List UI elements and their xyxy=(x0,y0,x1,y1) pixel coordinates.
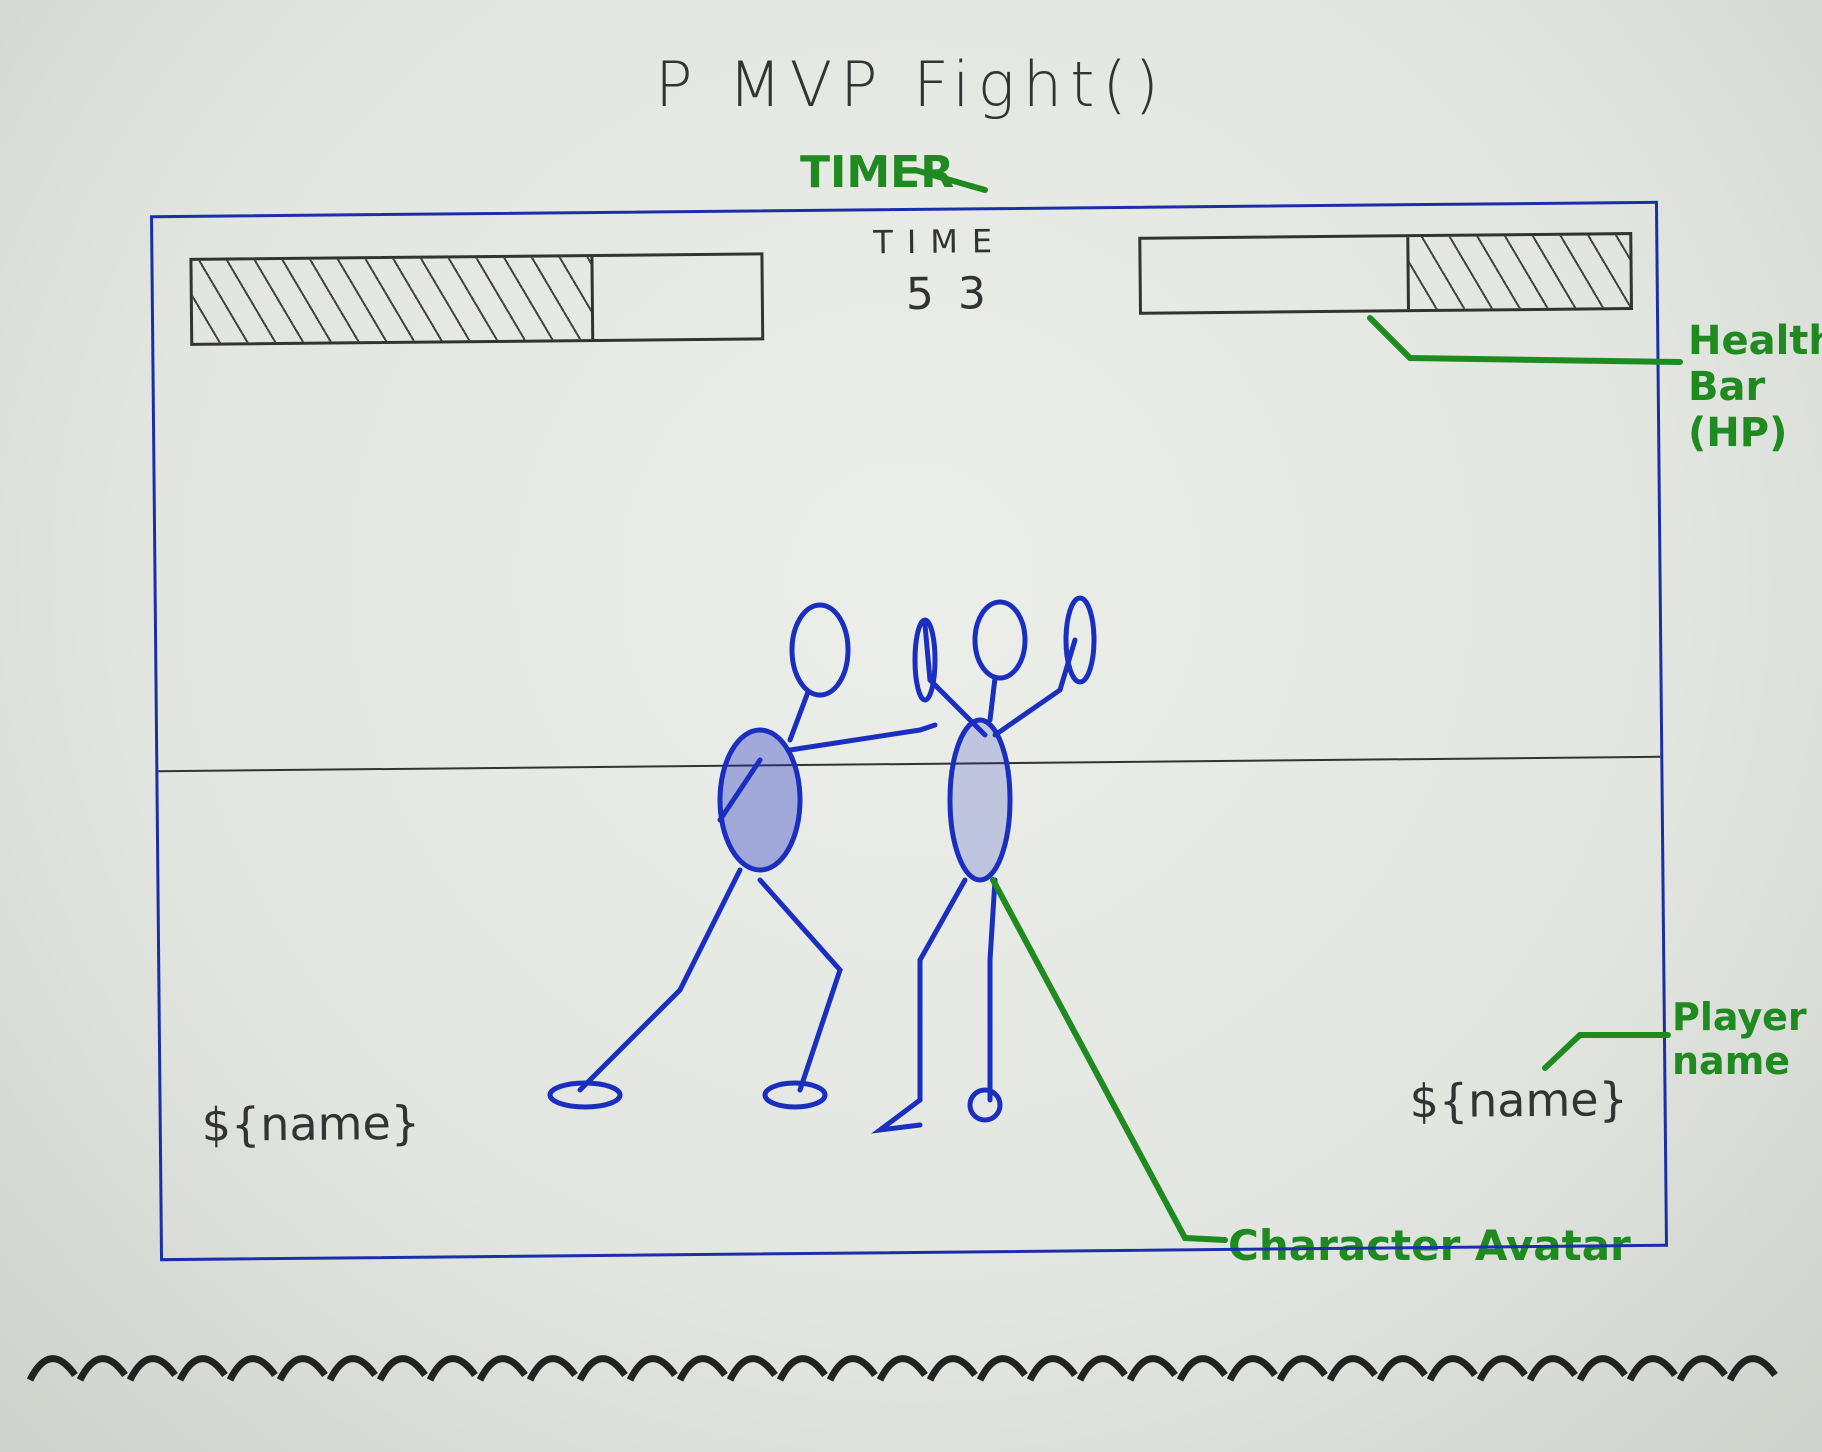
timer-arrow xyxy=(912,167,988,193)
annotation-leaders xyxy=(912,167,1683,1243)
left-fighter-back-leg xyxy=(577,867,743,1093)
left-fighter-head xyxy=(789,602,851,698)
player-name-annotation: Player name xyxy=(1672,995,1807,1083)
player-name-leader-line xyxy=(1542,1032,1671,1071)
right-fighter-left-arm xyxy=(922,622,988,738)
right-fighter-right-leg xyxy=(987,877,998,1103)
right-fighter-left-leg xyxy=(917,877,968,1103)
left-fighter-front-leg xyxy=(757,877,843,1093)
health-bar-leader-line xyxy=(1367,315,1683,365)
left-fighter-torso xyxy=(717,727,803,873)
left-fighter-punch-arm xyxy=(787,722,938,753)
character-avatar-leader-line xyxy=(990,877,1228,1243)
notebook-spiral xyxy=(26,1355,1778,1382)
character-avatar-annotation: Character Avatar xyxy=(1228,1221,1631,1270)
right-fighter-avatar xyxy=(870,595,1097,1134)
health-bar-annotation: Health Bar (HP) xyxy=(1688,318,1822,456)
right-fighter-head xyxy=(972,599,1028,681)
page-title: P MVP Fight() xyxy=(655,48,1167,121)
left-fighter-avatar xyxy=(547,602,938,1110)
right-fighter-torso xyxy=(947,717,1013,883)
right-fighter-right-arm xyxy=(992,637,1078,738)
